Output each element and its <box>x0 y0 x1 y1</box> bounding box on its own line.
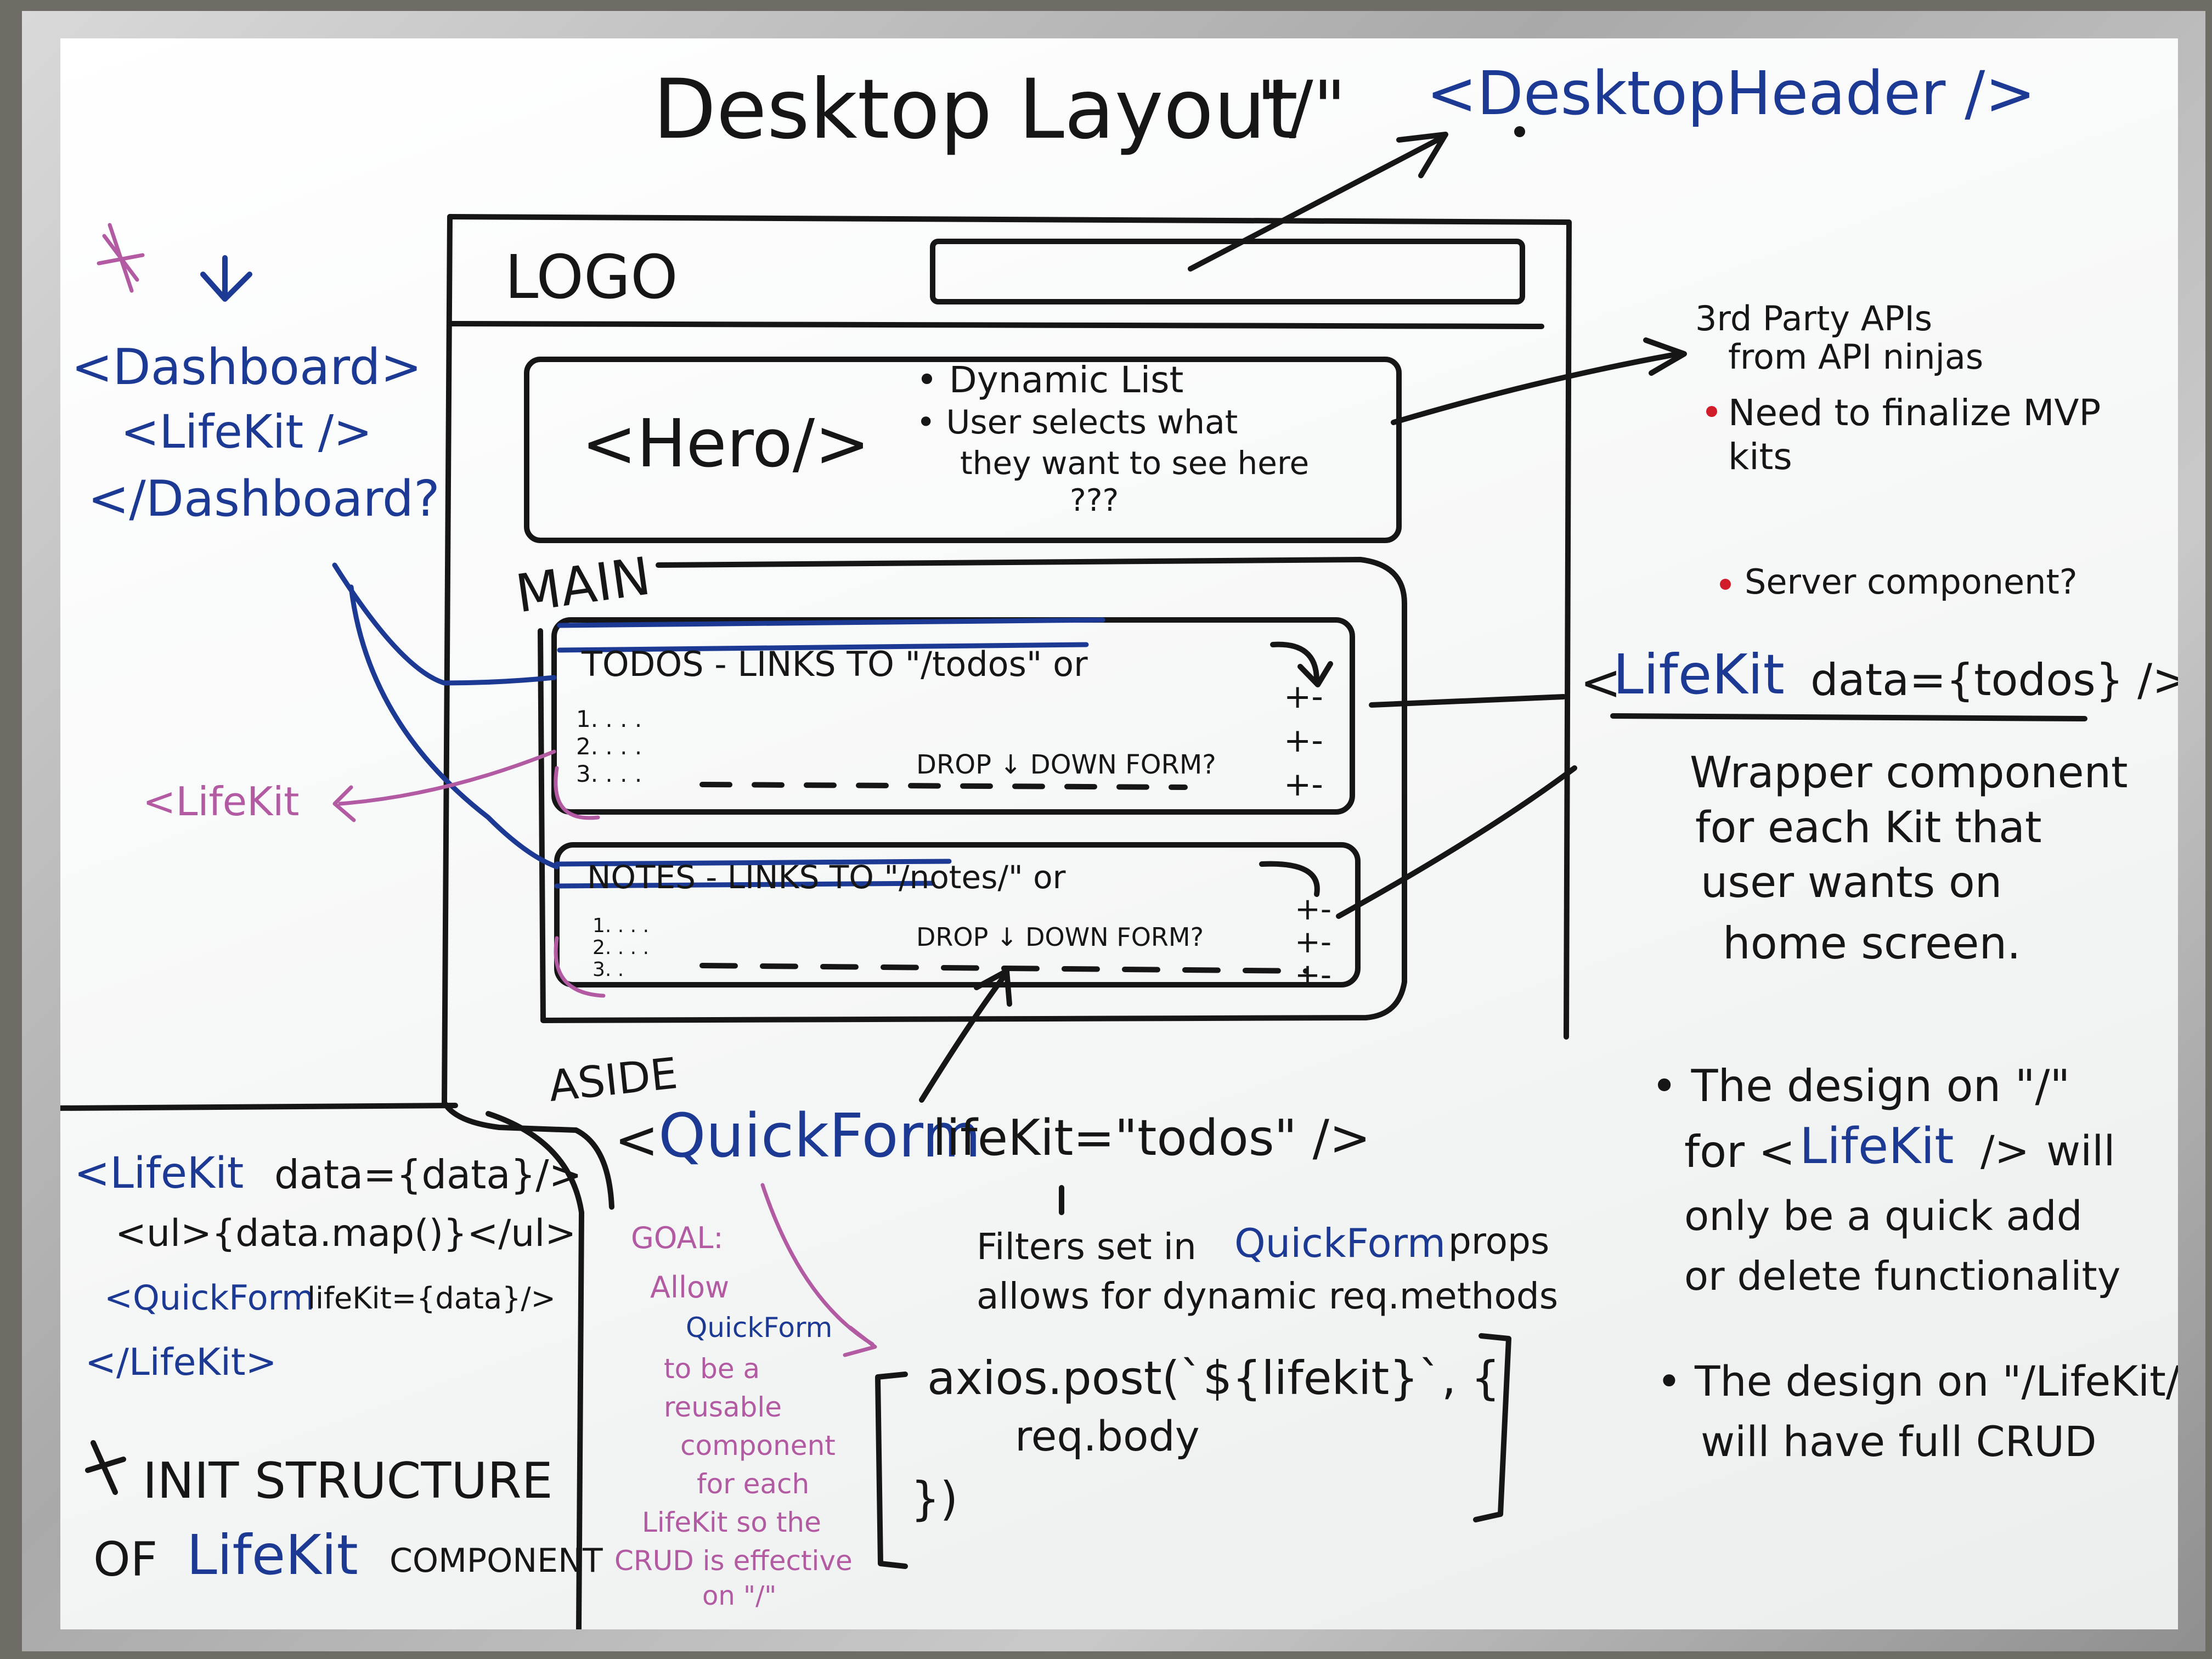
filters-text-props: props <box>1448 1220 1550 1262</box>
code-lifekit-close: </LifeKit> <box>85 1341 277 1384</box>
wireframe-outer-left <box>442 214 614 1210</box>
lifekit-right-bracket: < <box>1580 654 1622 712</box>
mvp-note-2: kits <box>1728 436 1792 478</box>
quickform-name: QuickForm <box>658 1101 981 1171</box>
goal-line-5: component <box>680 1430 836 1462</box>
wrapper-note-4: home screen. <box>1723 918 2021 969</box>
todos-item-3: 3. . . . <box>576 760 642 787</box>
caption-component: COMPONENT <box>390 1542 603 1580</box>
design-note-2-line-2: will have full CRUD <box>1701 1417 2097 1466</box>
code-lifekit-data: data={data}/> <box>274 1152 582 1198</box>
hero-note-4: ??? <box>1070 483 1119 518</box>
code-ul-map: <ul>{data.map()}</ul> <box>115 1212 577 1255</box>
main-box <box>538 557 1407 1023</box>
notes-plus-minus-3: +- <box>1295 957 1332 993</box>
todos-plus-minus-1: +- <box>1284 678 1323 716</box>
dropdown-form-1: DROP ↓ DOWN FORM? <box>916 749 1216 780</box>
dashboard-open-tag: <Dashboard> <box>71 338 422 396</box>
notes-item-3: 3. . <box>592 958 624 981</box>
dropdown-form-2: DROP ↓ DOWN FORM? <box>916 922 1204 952</box>
code-quickform-prop: lifeKit={data}/> <box>307 1281 556 1316</box>
hero-label: <Hero/> <box>582 406 870 482</box>
design-note-1-close: /> <box>1980 1126 2030 1175</box>
notes-item-2: 2. . . . <box>592 936 650 959</box>
caption-lifekit: LifeKit <box>187 1523 358 1587</box>
filters-text-a: Filters set in <box>977 1226 1197 1268</box>
code-lifekit-open: <LifeKit <box>74 1149 244 1198</box>
wrapper-note-3: user wants on <box>1701 858 2002 907</box>
notes-kit-box <box>554 842 1361 988</box>
design-note-1-line-1: • The design on "/" <box>1651 1060 2070 1111</box>
hero-box <box>524 357 1402 543</box>
hero-note-3: they want to see here <box>960 444 1310 482</box>
design-note-1-lifekit: LifeKit <box>1799 1118 1954 1175</box>
axios-line-3: }) <box>911 1472 958 1526</box>
notes-item-1: 1. . . . <box>592 915 650 937</box>
lifekit-pink-label: <LifeKit <box>143 778 300 825</box>
header-divider <box>448 321 1544 329</box>
logo-label: LOGO <box>505 242 678 312</box>
mvp-note-1: Need to finalize MVP <box>1728 392 2101 434</box>
wrapper-note-2: for each Kit that <box>1695 803 2042 853</box>
goal-line-2: QuickForm <box>686 1312 833 1344</box>
desktop-header-label: <DesktopHeader /> <box>1426 58 2036 128</box>
goal-line-9: on "/" <box>702 1581 777 1611</box>
todos-header: TODOS - LINKS TO "/todos" or <box>582 644 1088 684</box>
apis-note-2: from API ninjas <box>1728 337 1984 377</box>
todos-plus-minus-3: +- <box>1284 765 1323 804</box>
init-structure-caption: INIT STRUCTURE <box>143 1452 553 1510</box>
axios-line-1: axios.post(`${lifekit}`, { <box>927 1351 1500 1405</box>
design-note-2-line-1: • The design on "/LifeKit/" <box>1657 1357 2178 1406</box>
lifekit-right-name: LifeKit <box>1613 642 1785 707</box>
design-note-1-for: for < <box>1684 1126 1796 1177</box>
design-note-1-will: will <box>2046 1126 2115 1175</box>
hero-note-2: • User selects what <box>916 403 1238 442</box>
goal-label: GOAL: <box>631 1221 724 1255</box>
design-note-1-line-4: or delete functionality <box>1684 1253 2121 1299</box>
dashboard-close-tag: </Dashboard? <box>88 470 440 528</box>
todos-item-2: 2. . . . <box>576 733 642 760</box>
design-note-1-line-3: only be a quick add <box>1684 1193 2083 1240</box>
server-component-note: Server component? <box>1745 562 2078 602</box>
goal-line-7: LifeKit so the <box>642 1506 821 1538</box>
quickform-open-bracket: < <box>614 1109 659 1171</box>
notes-plus-minus-1: +- <box>1295 891 1332 927</box>
filters-text-dynamic: allows for dynamic req.methods <box>977 1275 1559 1317</box>
axios-line-2: req.body <box>1015 1412 1200 1460</box>
aside-label: ASIDE <box>546 1048 680 1112</box>
goal-line-4: reusable <box>664 1391 782 1423</box>
goal-line-3: to be a <box>664 1353 760 1385</box>
apis-note-1: 3rd Party APIs <box>1695 298 1933 338</box>
hero-note-1: • Dynamic List <box>916 359 1184 401</box>
whiteboard: Desktop Layout "/" <DesktopHeader /> LOG… <box>60 38 2178 1629</box>
search-bar-sketch <box>930 239 1525 304</box>
lifekit-tag: <LifeKit /> <box>121 405 373 459</box>
filters-text-quickform: QuickForm <box>1234 1220 1446 1266</box>
code-quickform-tag: <QuickForm <box>104 1278 315 1318</box>
notes-plus-minus-2: +- <box>1295 924 1332 960</box>
goal-line-8: CRUD is effective <box>614 1545 853 1577</box>
todos-plus-minus-2: +- <box>1284 721 1323 760</box>
goal-line-6: for each <box>697 1468 810 1500</box>
diagram-title: Desktop Layout <box>653 62 1299 157</box>
lifekit-right-data: data={todos} /> <box>1810 654 2178 706</box>
ink-strokes <box>60 126 2087 1629</box>
notes-header: NOTES - LINKS TO "/notes/" or <box>587 859 1066 896</box>
wrapper-note-1: Wrapper component <box>1690 748 2128 798</box>
todos-item-1: 1. . . . <box>576 706 642 732</box>
caption-of: OF <box>93 1532 158 1587</box>
wireframe-outer-right <box>447 214 1572 1040</box>
route-label: "/" <box>1256 65 1346 149</box>
goal-line-1: Allow <box>650 1270 730 1305</box>
quickform-props: lifeKit="todos" /> <box>933 1109 1371 1167</box>
